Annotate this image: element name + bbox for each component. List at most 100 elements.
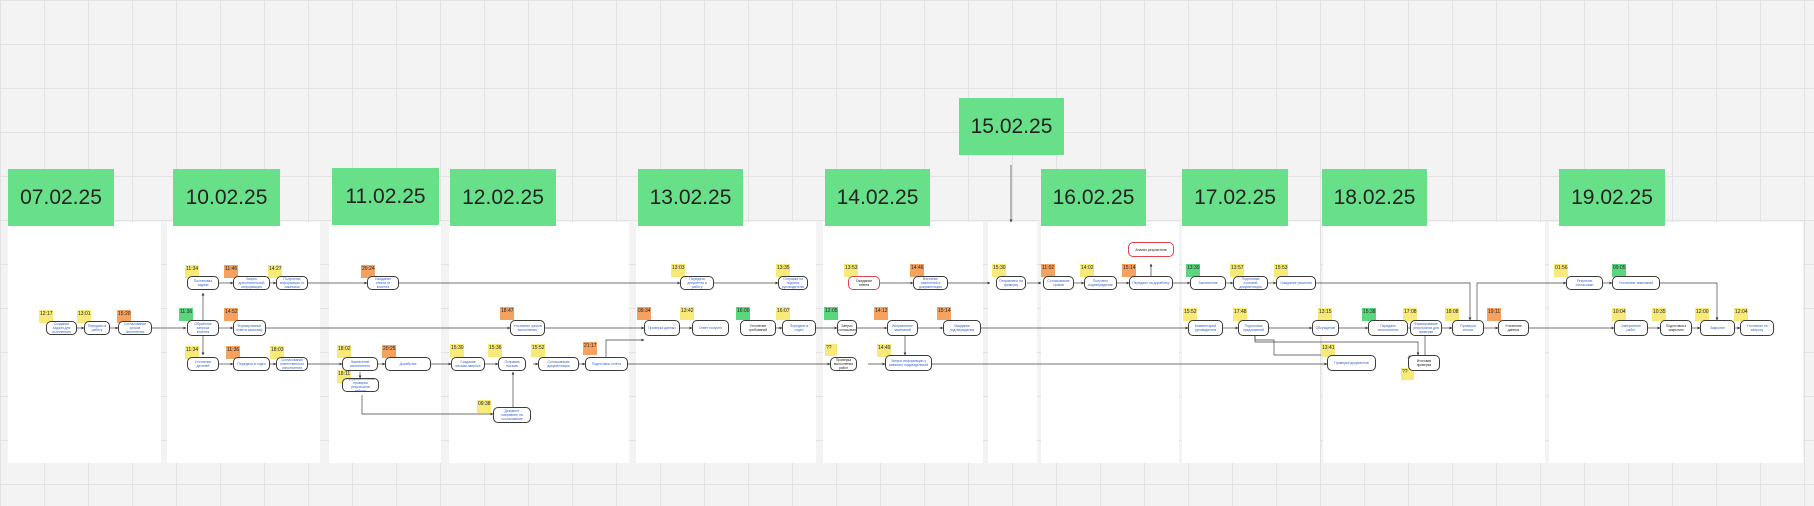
date-header[interactable]: 11.02.25 <box>332 168 439 225</box>
date-header[interactable]: 16.02.25 <box>1041 169 1146 226</box>
time-sticky[interactable]: 12:17 <box>39 310 53 323</box>
process-node[interactable]: Передача в отдел <box>233 357 270 371</box>
process-node[interactable]: Отправлено на проверку <box>996 276 1026 290</box>
time-sticky[interactable]: 11:02 <box>1041 264 1055 277</box>
time-sticky[interactable]: 18:02 <box>337 345 351 358</box>
process-node[interactable]: Уточнение по запросу <box>1740 320 1774 336</box>
process-node[interactable]: Отправка письма <box>498 357 526 371</box>
date-header[interactable]: 17.02.25 <box>1182 169 1288 226</box>
process-node[interactable]: Проверка документов <box>1327 355 1376 371</box>
process-node[interactable]: Получение информации от заказчика <box>276 276 308 290</box>
process-node[interactable]: Внесение изменений в документацию <box>913 276 948 290</box>
process-node[interactable]: Формирование результатов для проверки <box>1410 320 1442 336</box>
time-sticky[interactable]: 15:52 <box>1183 308 1197 321</box>
time-sticky[interactable]: ?? <box>1401 368 1414 380</box>
process-node[interactable]: Обсуждение <box>1312 320 1339 336</box>
process-node[interactable]: Уточнение данных <box>1498 320 1529 336</box>
time-sticky[interactable]: 17:48 <box>1233 308 1247 321</box>
process-node[interactable]: Обработка запроса клиента <box>187 320 219 336</box>
date-header[interactable]: 19.02.25 <box>1559 169 1665 226</box>
time-sticky[interactable]: 11:34 <box>185 346 199 359</box>
process-node[interactable]: Документ направлен на согласование <box>493 407 531 423</box>
time-sticky[interactable]: 20:24 <box>361 265 375 278</box>
process-node[interactable]: Согласование сроков исполнения <box>118 321 152 335</box>
time-sticky[interactable]: 15:14 <box>937 307 951 320</box>
date-header[interactable]: 13.02.25 <box>638 169 743 226</box>
process-node[interactable]: Создание задачи для исполнения <box>46 321 77 335</box>
time-sticky[interactable]: 12:05 <box>824 307 838 320</box>
time-sticky[interactable]: 10:04 <box>1612 308 1626 321</box>
process-node[interactable]: Согласование сроков <box>1043 276 1074 290</box>
time-sticky[interactable]: 13:15 <box>1318 308 1332 321</box>
time-sticky[interactable]: 17:08 <box>1403 308 1417 321</box>
process-node[interactable]: Итоговая проверка <box>1408 355 1440 371</box>
process-node[interactable]: Закрытие <box>1700 320 1735 336</box>
time-sticky[interactable]: 21:17 <box>583 342 597 355</box>
process-node[interactable]: Подготовка отчёта <box>585 357 628 371</box>
process-node[interactable]: Исправление замечаний <box>887 320 918 336</box>
process-node[interactable]: Передано на доработку <box>1129 276 1173 290</box>
time-sticky[interactable]: 13:03 <box>671 264 685 277</box>
time-sticky[interactable]: 18:08 <box>1445 308 1459 321</box>
time-sticky[interactable]: 15:53 <box>1274 264 1288 277</box>
date-header[interactable]: 14.02.25 <box>825 169 930 226</box>
process-node[interactable]: Запрос согласован <box>837 320 857 336</box>
process-node[interactable]: Результат согласован <box>1566 276 1603 290</box>
process-node[interactable]: Ожидание подтверждения <box>943 320 981 336</box>
time-sticky[interactable]: 14:02 <box>1080 264 1094 277</box>
time-sticky[interactable]: 14:12 <box>874 307 888 320</box>
process-node[interactable]: Формирование ответа заказчику <box>233 320 266 336</box>
time-sticky[interactable]: 09:05 <box>1612 264 1626 277</box>
time-sticky[interactable]: 15:30 <box>450 344 464 357</box>
time-sticky[interactable]: 11:34 <box>185 265 199 278</box>
time-sticky[interactable]: 13:30 <box>1186 264 1200 277</box>
time-sticky[interactable]: 11:36 <box>226 346 240 359</box>
process-node[interactable]: Согласование документации <box>538 357 579 371</box>
process-node[interactable]: Проверка выполнения работ <box>830 357 857 371</box>
time-sticky[interactable]: 14:49 <box>877 344 891 357</box>
date-header[interactable]: 12.02.25 <box>450 169 556 226</box>
date-header[interactable]: 10.02.25 <box>173 169 280 226</box>
time-sticky[interactable]: 14:52 <box>224 308 238 321</box>
time-sticky[interactable]: 09:34 <box>637 307 651 320</box>
time-sticky[interactable]: 13:41 <box>1321 344 1335 357</box>
process-node[interactable]: Отправка на подпись руководителю <box>778 276 808 290</box>
process-node[interactable]: Завершение работ <box>1614 320 1648 336</box>
process-node[interactable]: Ожидание решения <box>1276 276 1316 290</box>
time-sticky[interactable]: 19:11 <box>1487 308 1501 321</box>
time-sticky[interactable]: 15:20 <box>117 310 131 323</box>
time-sticky[interactable]: 20:25 <box>382 345 396 358</box>
time-sticky[interactable]: 11:36 <box>179 308 193 321</box>
time-sticky[interactable]: 13:01 <box>77 310 91 323</box>
process-node[interactable]: Проверка итогов <box>1452 320 1484 336</box>
process-node[interactable]: Подготовка к закрытию <box>1660 320 1692 336</box>
process-node[interactable]: Передача документа в работу <box>680 276 714 290</box>
time-sticky[interactable]: 15:36 <box>488 344 502 357</box>
process-node[interactable]: Передано в отдел <box>782 320 816 336</box>
time-sticky[interactable]: 01:56 <box>1554 264 1568 277</box>
process-node[interactable]: Уточнение деталей <box>187 357 219 371</box>
time-sticky[interactable]: 18:03 <box>270 346 284 359</box>
time-sticky[interactable]: 12:00 <box>1695 308 1709 321</box>
process-node[interactable]: Назначение исполнителя <box>342 357 378 371</box>
process-node[interactable]: Уточнение требований <box>740 320 776 336</box>
process-node[interactable]: Уточнение замечаний <box>1612 276 1660 290</box>
process-node[interactable]: Предварительная проверка результатов раб… <box>342 378 379 392</box>
time-sticky[interactable]: 16:07 <box>776 307 790 320</box>
time-sticky[interactable]: 15:30 <box>992 264 1006 277</box>
process-node[interactable]: Подготовка итоговой документации <box>1233 276 1268 290</box>
time-sticky[interactable]: 13:53 <box>844 264 858 277</box>
time-sticky[interactable]: 13:42 <box>680 307 694 320</box>
time-sticky[interactable]: 13:57 <box>1230 264 1244 277</box>
process-node[interactable]: Проверка данных <box>644 320 680 336</box>
process-node[interactable]: Передано в работу <box>84 321 110 335</box>
process-node[interactable]: Запрос дополнительной информации <box>233 276 270 290</box>
process-node[interactable]: Доработка <box>385 357 431 371</box>
time-sticky[interactable]: ?? <box>825 344 837 356</box>
date-header[interactable]: 07.02.25 <box>8 169 114 226</box>
process-node[interactable]: Ожидание ответа <box>848 276 880 290</box>
time-sticky[interactable]: 16:00 <box>736 307 750 320</box>
process-node[interactable]: Передано исполнителю <box>1368 320 1408 336</box>
time-sticky[interactable]: 09:38 <box>477 400 491 413</box>
time-sticky[interactable]: 14:27 <box>268 265 282 278</box>
